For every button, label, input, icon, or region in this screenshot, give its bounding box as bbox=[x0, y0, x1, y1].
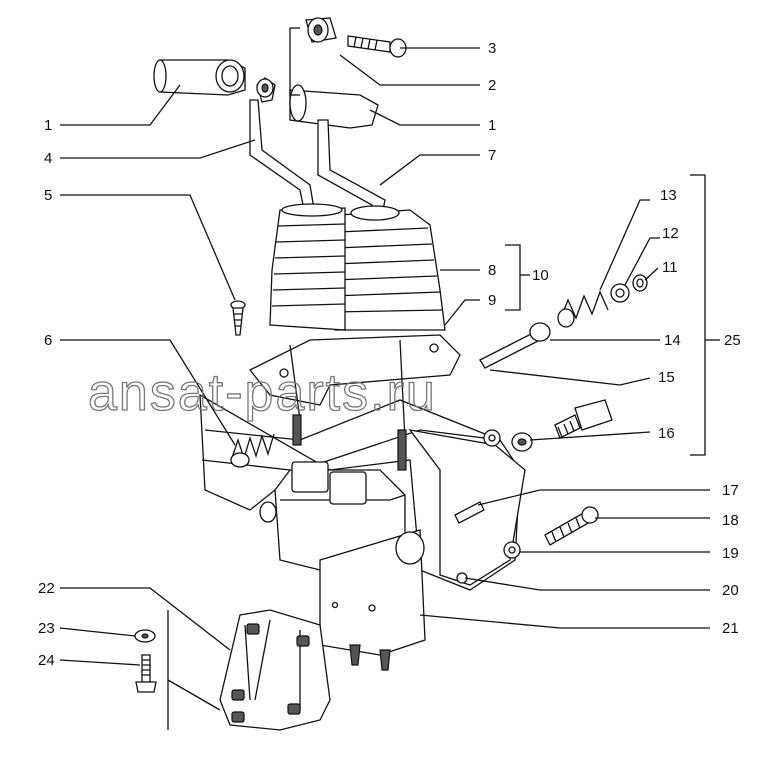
knob-1-right bbox=[289, 84, 379, 129]
label-14: 14 bbox=[664, 332, 681, 349]
label-23: 23 bbox=[38, 620, 55, 637]
rubber-boot-8 bbox=[329, 205, 446, 331]
label-1-left: 1 bbox=[44, 117, 52, 134]
label-1-right: 1 bbox=[488, 117, 496, 134]
washer-19 bbox=[503, 541, 521, 559]
spring-6 bbox=[230, 433, 275, 468]
label-2: 2 bbox=[488, 77, 496, 94]
label-16: 16 bbox=[658, 425, 675, 442]
label-3: 3 bbox=[488, 40, 496, 57]
spring-13 bbox=[557, 290, 609, 328]
label-24: 24 bbox=[38, 652, 55, 669]
control-valve-housing bbox=[199, 393, 526, 591]
leader-lines bbox=[59, 27, 720, 730]
knob-1-left bbox=[153, 59, 246, 96]
washer-23 bbox=[134, 629, 156, 643]
label-18: 18 bbox=[722, 512, 739, 529]
watermark: ansat-parts.ru bbox=[88, 364, 437, 422]
bolt-18 bbox=[544, 506, 599, 546]
label-12: 12 bbox=[662, 225, 679, 242]
rubber-boot-left bbox=[269, 203, 346, 331]
pin-17 bbox=[454, 501, 485, 524]
circlip-11 bbox=[632, 274, 648, 292]
label-15: 15 bbox=[658, 369, 675, 386]
part-labels: 1 4 5 6 3 2 1 7 8 9 10 13 12 11 14 15 16… bbox=[38, 40, 741, 669]
stud-15 bbox=[554, 399, 613, 439]
label-4: 4 bbox=[44, 150, 52, 167]
bolt-3 bbox=[347, 35, 407, 58]
bracket-22 bbox=[219, 609, 331, 731]
label-9: 9 bbox=[488, 292, 496, 309]
label-11: 11 bbox=[662, 259, 678, 276]
label-25: 25 bbox=[724, 332, 741, 349]
lever-4 bbox=[249, 77, 316, 216]
washer-12 bbox=[610, 283, 630, 303]
label-19: 19 bbox=[722, 545, 739, 562]
label-13: 13 bbox=[660, 187, 677, 204]
label-17: 17 bbox=[722, 482, 739, 499]
screw-5 bbox=[230, 300, 246, 336]
bolt-24 bbox=[135, 654, 157, 693]
valve-block bbox=[259, 461, 426, 671]
nut-16 bbox=[511, 432, 533, 452]
label-21: 21 bbox=[722, 620, 739, 637]
label-8: 8 bbox=[488, 262, 496, 279]
pin-14 bbox=[479, 322, 551, 369]
bushing-2 bbox=[305, 17, 337, 43]
label-10: 10 bbox=[532, 267, 549, 284]
label-6: 6 bbox=[44, 332, 52, 349]
lever-7 bbox=[317, 119, 386, 216]
label-22: 22 bbox=[38, 580, 55, 597]
label-7: 7 bbox=[488, 147, 496, 164]
plate-9 bbox=[248, 334, 461, 471]
label-20: 20 bbox=[722, 582, 739, 599]
label-5: 5 bbox=[44, 187, 52, 204]
